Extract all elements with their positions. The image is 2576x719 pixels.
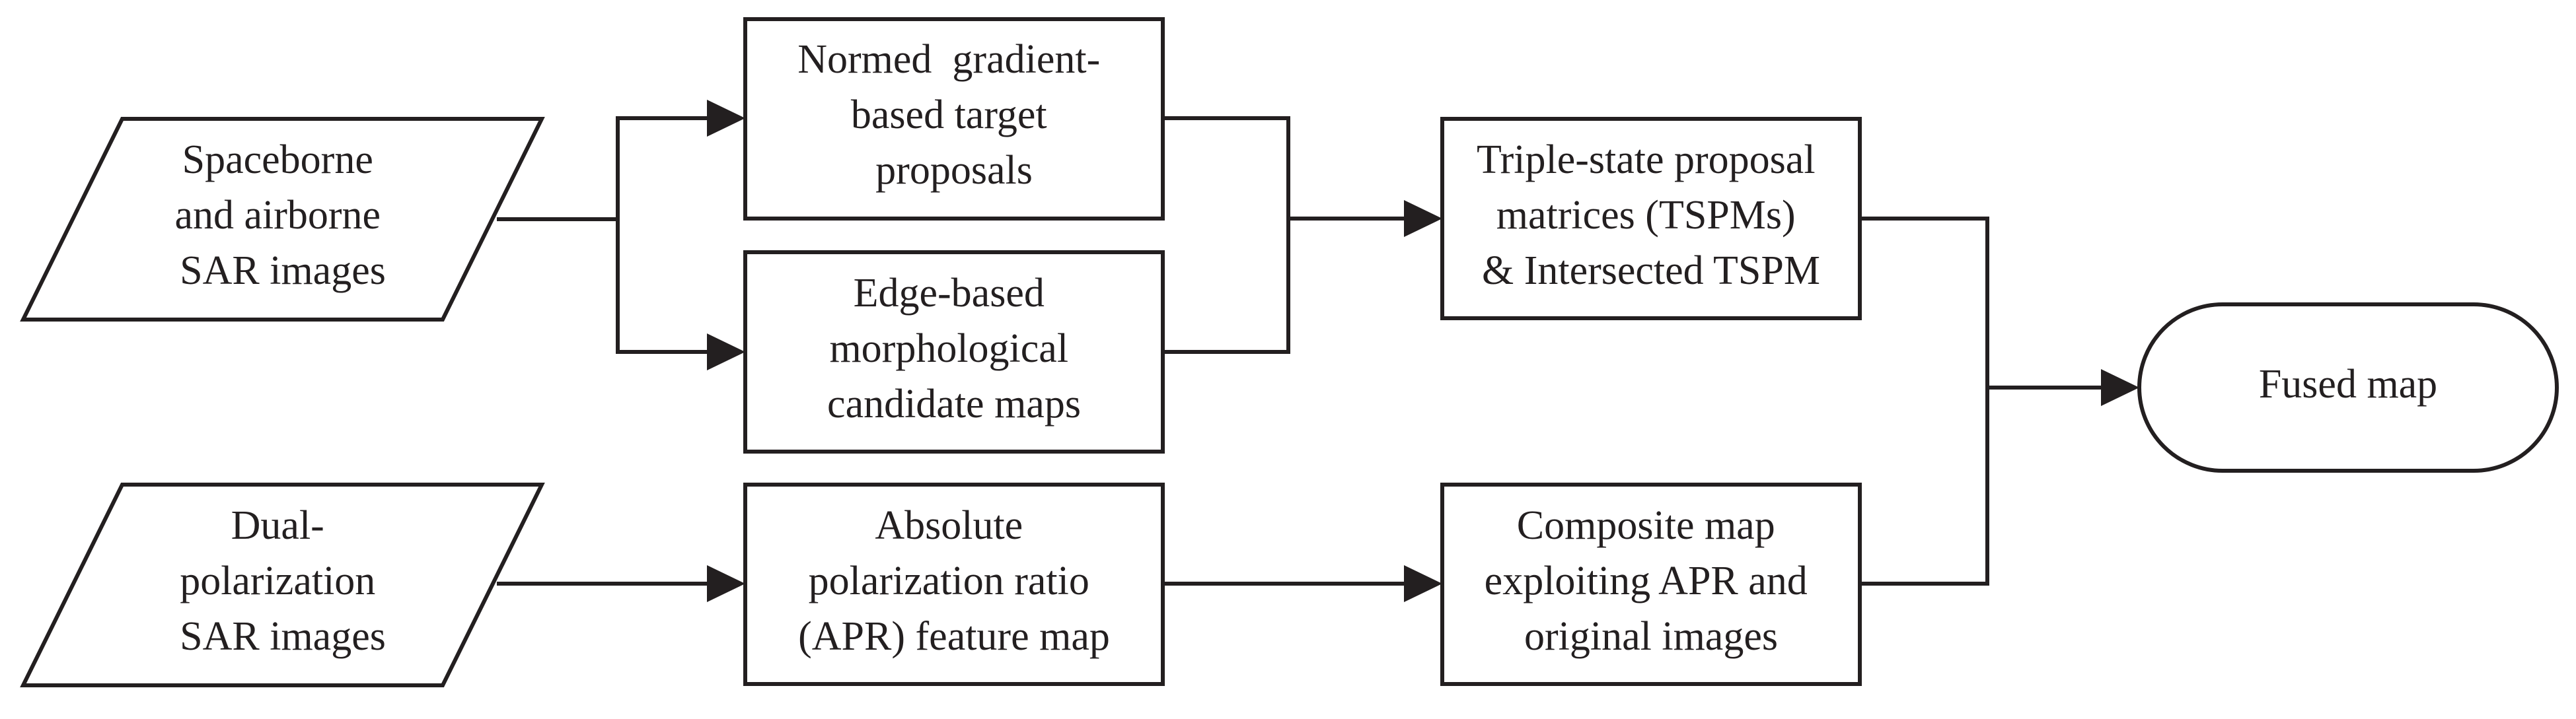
node-normed-gradient-proposals: Normed gradient- based target proposals bbox=[743, 17, 1165, 221]
node-label: Spaceborne and airborne SAR images bbox=[174, 137, 390, 293]
node-sar-images: Spaceborne and airborne SAR images bbox=[20, 117, 545, 322]
arrowhead-fused bbox=[2101, 369, 2139, 406]
node-label: Edge-based morphological candidate maps bbox=[827, 271, 1081, 427]
arrowhead-edge-morph bbox=[707, 333, 745, 370]
node-dual-polarization-images: Dual- polarization SAR images bbox=[20, 483, 545, 687]
connectors bbox=[497, 100, 2139, 602]
node-label: Triple-state proposal matrices (TSPMs) &… bbox=[1477, 137, 1825, 293]
arrowhead-normed-gradient bbox=[707, 100, 745, 137]
node-fused-map: Fused map bbox=[2137, 302, 2559, 473]
edge-tspm-to-fused bbox=[1860, 217, 1989, 586]
edge-sar-to-normed-gradient bbox=[497, 116, 707, 221]
node-label: Absolute polarization ratio (APR) featur… bbox=[798, 503, 1110, 659]
arrowhead-apr bbox=[707, 565, 745, 602]
edge-sar-to-edge-morph bbox=[616, 219, 707, 354]
arrowhead-composite bbox=[1404, 565, 1442, 602]
node-apr-feature-map: Absolute polarization ratio (APR) featur… bbox=[743, 483, 1165, 686]
node-tspm: Triple-state proposal matrices (TSPMs) &… bbox=[1440, 117, 1862, 320]
node-label: Composite map exploiting APR and origina… bbox=[1485, 503, 1818, 659]
node-label: Fused map bbox=[2259, 362, 2437, 407]
node-composite-map: Composite map exploiting APR and origina… bbox=[1440, 483, 1862, 686]
node-edge-morphological-maps: Edge-based morphological candidate maps bbox=[743, 250, 1165, 454]
node-label: Normed gradient- based target proposals bbox=[797, 37, 1110, 193]
node-label: Dual- polarization SAR images bbox=[180, 503, 386, 659]
arrowhead-tspm bbox=[1404, 200, 1442, 237]
edge-normed-gradient-to-tspm bbox=[1163, 116, 1290, 354]
